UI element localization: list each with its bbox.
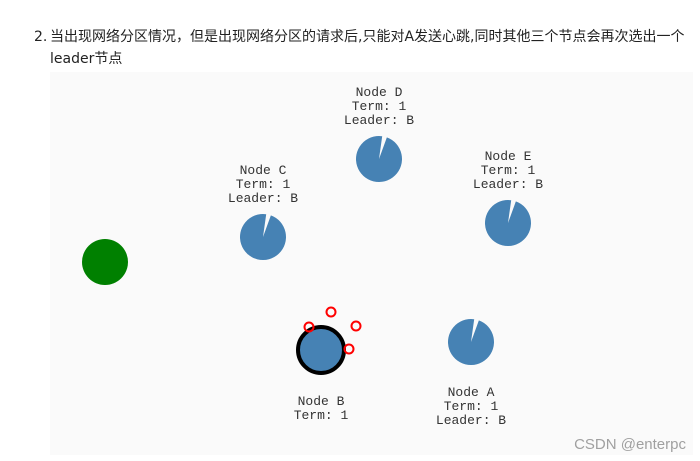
node-b-leader-ring — [296, 325, 346, 375]
node-d: Node D Term: 1 Leader: B — [344, 85, 414, 182]
heading-text: 当出现网络分区情况，但是出现网络分区的请求后,只能对A发送心跳,同时其他三个节点… — [50, 29, 685, 67]
node-c-term: Term: 1 — [236, 177, 291, 192]
node-b-name: Node B — [298, 394, 345, 409]
node-e-circle — [484, 200, 531, 246]
node-e: Node E Term: 1 Leader: B — [473, 149, 543, 246]
node-d-circle — [355, 136, 402, 182]
node-c-circle — [239, 214, 286, 260]
node-e-leader: Leader: B — [473, 177, 543, 192]
raft-cluster-diagram: Node D Term: 1 Leader: B Node C Term: 1 … — [50, 72, 693, 455]
node-c-leader: Leader: B — [228, 191, 298, 206]
node-c-name: Node C — [240, 163, 287, 178]
node-d-term: Term: 1 — [352, 99, 407, 114]
node-d-name: Node D — [356, 85, 403, 100]
diagram-canvas: Node D Term: 1 Leader: B Node C Term: 1 … — [82, 85, 543, 428]
heartbeat-message — [303, 321, 315, 333]
node-b-term: Term: 1 — [294, 408, 349, 423]
node-a-leader: Leader: B — [436, 413, 506, 428]
heading: 2. 当出现网络分区情况，但是出现网络分区的请求后,只能对A发送心跳,同时其他三… — [34, 26, 694, 70]
node-a-name: Node A — [448, 385, 495, 400]
node-e-name: Node E — [485, 149, 532, 164]
watermark: CSDN @enterpc — [574, 436, 686, 453]
node-a: Node A Term: 1 Leader: B — [436, 319, 506, 428]
node-c: Node C Term: 1 Leader: B — [228, 163, 298, 260]
node-a-term: Term: 1 — [444, 399, 499, 414]
node-d-leader: Leader: B — [344, 113, 414, 128]
node-a-circle — [447, 319, 494, 365]
client-node — [82, 239, 128, 285]
node-e-term: Term: 1 — [481, 163, 536, 178]
heartbeat-message — [343, 343, 355, 355]
heartbeat-message — [325, 306, 337, 318]
heading-number: 2. — [34, 29, 48, 45]
heartbeat-message — [350, 320, 362, 332]
node-b: Node B Term: 1 — [294, 325, 349, 423]
